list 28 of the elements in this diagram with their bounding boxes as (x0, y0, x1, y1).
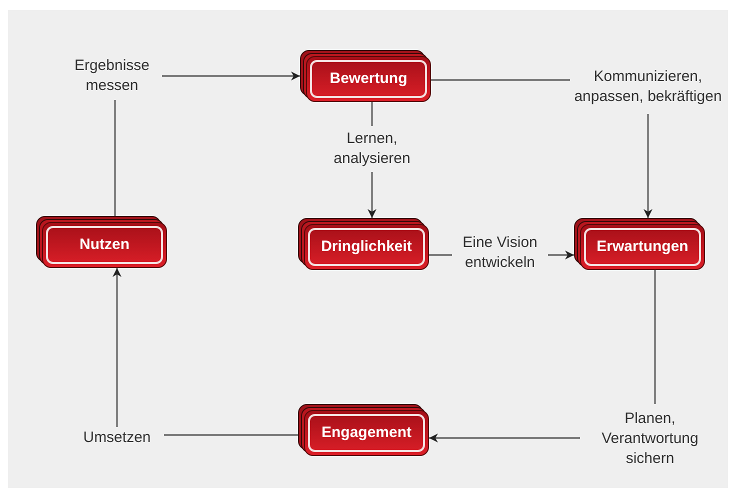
arrow (368, 172, 376, 218)
card-title: Erwartungen (596, 238, 688, 256)
stacked-card (298, 218, 429, 270)
card-title: Nutzen (80, 236, 130, 254)
connector-line (114, 100, 116, 216)
arrow (162, 72, 300, 80)
card-title: Bewertung (330, 70, 408, 88)
card-title: Dringlichkeit (321, 238, 412, 256)
step-label: Kommunizieren, anpassen, bekräftigen (573, 66, 723, 107)
stacked-card (36, 216, 167, 268)
arrow (548, 250, 574, 260)
arrow (644, 114, 652, 218)
arrow (112, 268, 122, 427)
step-label: Ergebnisse messen (73, 56, 151, 96)
step-label: Lernen, analysieren (332, 128, 412, 169)
arrow (429, 434, 580, 442)
step-label: Umsetzen (83, 428, 151, 448)
connector-line (431, 79, 570, 81)
stacked-card (300, 50, 431, 102)
connector-line (654, 270, 656, 404)
stacked-card (298, 404, 429, 456)
connector-line (429, 254, 452, 256)
stacked-card (574, 218, 705, 270)
step-label: Eine Vision entwickeln (462, 232, 538, 273)
card-title: Engagement (321, 424, 412, 442)
connector-line (371, 102, 373, 126)
step-label: Planen, Verantwortung sichern (600, 408, 700, 470)
connector-line (164, 434, 298, 436)
